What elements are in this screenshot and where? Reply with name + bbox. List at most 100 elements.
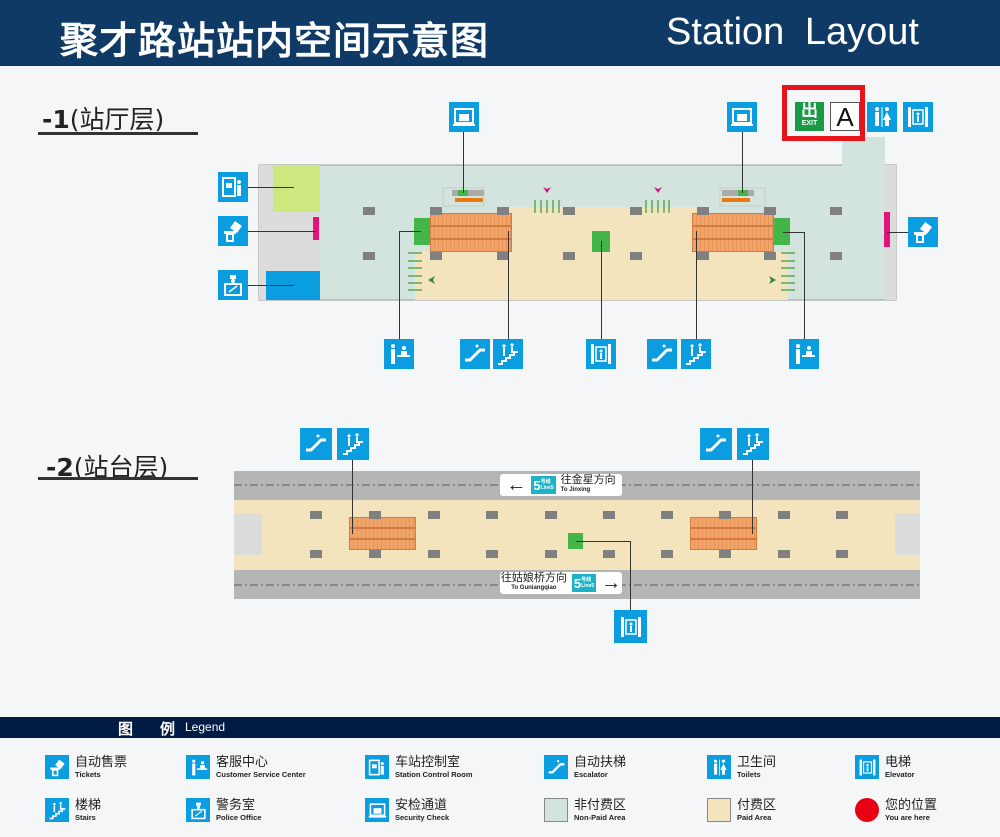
exit-letter: A <box>830 102 860 131</box>
leader-line <box>352 460 353 534</box>
leader-line <box>601 241 602 339</box>
legend-cn: 卫生间 <box>737 755 777 770</box>
security-check-icon <box>727 102 757 132</box>
elevator-icon <box>586 339 616 369</box>
legend-cn: 您的位置 <box>885 798 938 813</box>
elevator-icon <box>614 610 647 643</box>
column <box>778 550 790 558</box>
stairs-icon <box>493 339 523 369</box>
leader-line <box>887 232 908 233</box>
direction-arrow <box>769 276 776 284</box>
legend-cn: 车站控制室 <box>395 755 461 770</box>
legend-cn: 自动扶梯 <box>574 755 627 770</box>
leader-line <box>248 231 316 232</box>
leader-line <box>248 187 294 188</box>
column <box>719 511 731 519</box>
ticket-machines <box>313 217 319 240</box>
ticket-machine-icon <box>45 755 69 779</box>
toilet-icon <box>867 102 897 132</box>
legend-cn: 自动售票 <box>75 755 128 770</box>
legend-en: Stairs <box>75 813 96 822</box>
legend-en: Tickets <box>75 770 101 779</box>
column <box>428 550 440 558</box>
column <box>486 511 498 519</box>
column <box>310 511 322 519</box>
elevator-icon <box>855 755 879 779</box>
elevator-shaft <box>568 533 583 549</box>
divider <box>38 477 198 480</box>
exit-sign[interactable]: 出 EXIT <box>795 102 824 131</box>
direction-en: To Jinxing <box>560 487 591 493</box>
line-en: Line5 <box>581 583 595 589</box>
legend-cn: 电梯 <box>885 755 912 770</box>
column <box>497 252 509 260</box>
line-number: 5 <box>573 575 582 591</box>
escalator-stairs-block <box>690 517 757 550</box>
customer-service-icon <box>186 755 210 779</box>
elevator-icon <box>903 102 933 132</box>
column <box>430 252 442 260</box>
column <box>661 550 673 558</box>
column <box>697 207 709 215</box>
column <box>836 511 848 519</box>
column <box>430 207 442 215</box>
page-title-en: Station Layout <box>666 11 919 53</box>
stairs-icon <box>681 339 711 369</box>
escalator-icon <box>700 428 732 460</box>
column <box>369 550 381 558</box>
direction-cn: 往姑娘桥方向 <box>500 571 567 584</box>
exit-highlight-box <box>782 85 865 141</box>
column <box>603 511 615 519</box>
column <box>563 252 575 260</box>
concourse-level: -1 <box>42 105 70 134</box>
fare-gates <box>408 200 795 291</box>
legend-title-cn: 图 例 <box>118 720 182 738</box>
legend-cn: 客服中心 <box>216 755 269 770</box>
you-are-here-dot <box>855 798 879 822</box>
line-cn: 号线 <box>581 577 592 583</box>
direction-arrow <box>428 276 435 284</box>
ticket-machine-icon <box>908 217 938 247</box>
column <box>363 252 375 260</box>
column <box>719 550 731 558</box>
non-paid-area-exit-passage <box>842 137 885 166</box>
escalator-icon <box>647 339 677 369</box>
column <box>830 207 842 215</box>
legend-cn: 非付费区 <box>574 798 627 813</box>
column <box>310 550 322 558</box>
legend-en: Station Control Room <box>395 770 473 779</box>
customer-service-icon <box>384 339 414 369</box>
leader-line <box>804 232 805 339</box>
arrow-right-icon: → <box>601 572 622 594</box>
leader-line <box>742 131 743 193</box>
customer-service-booth <box>414 218 430 245</box>
direction-en: To Guniangqiao <box>511 585 557 591</box>
column <box>778 511 790 519</box>
exit-en: EXIT <box>801 120 818 127</box>
column <box>764 207 776 215</box>
legend-en: You are here <box>885 813 930 822</box>
concourse-name: (站厅层) <box>69 105 165 134</box>
column <box>428 511 440 519</box>
ticket-machine-icon <box>218 216 248 246</box>
escalator-stairs-block <box>430 213 512 252</box>
leader-line <box>399 231 421 232</box>
legend-en: Toilets <box>737 770 761 779</box>
leader-line <box>576 541 631 542</box>
leader-line <box>752 460 753 534</box>
legend-en: Non-Paid Area <box>574 813 626 822</box>
legend-en: Security Check <box>395 813 450 822</box>
